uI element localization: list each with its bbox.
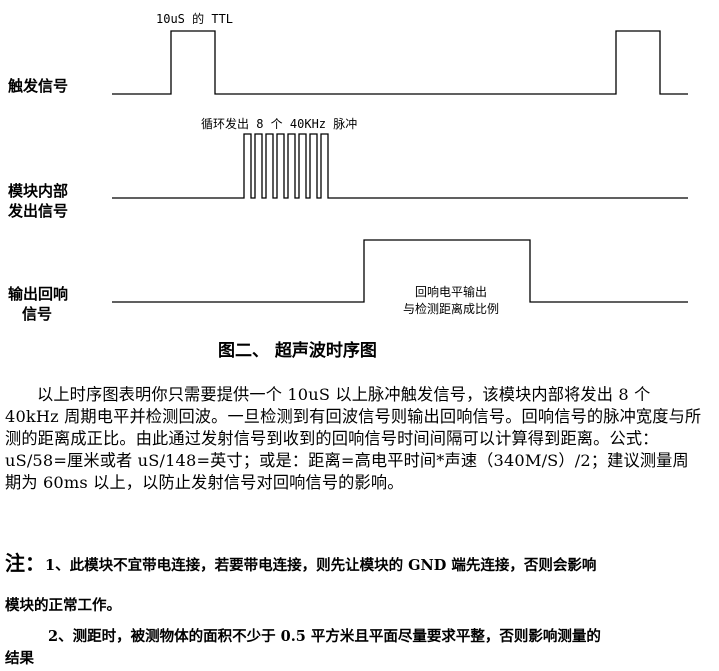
note-2-line1: 2、测距时，被测物体的面积不少于 0.5 平方米且平面尽量要求平整，否则影响测量… <box>48 628 601 645</box>
trigger-waveform <box>112 30 688 95</box>
timing-diagram <box>112 30 688 303</box>
echo-annotation: 回响电平输出 与检测距离成比例 <box>370 284 532 318</box>
note-2-line2: 结果 <box>5 650 34 667</box>
echo-waveform <box>112 239 688 303</box>
trigger-pulse-annotation: 10uS 的 TTL <box>156 12 234 26</box>
echo-annotation-line1: 回响电平输出 <box>414 285 487 299</box>
burst-waveform <box>112 133 688 199</box>
internal-signal-label-line2: 发出信号 <box>8 202 69 220</box>
body-paragraph: 以上时序图表明你只需要提供一个 10uS 以上脉冲触发信号，该模块内部将发出 8… <box>5 385 702 492</box>
echo-signal-label-line1: 输出回响 <box>8 285 69 303</box>
echo-signal-label-line2: 信号 <box>22 305 53 323</box>
note-1-line1: 1、此模块不宜带电连接，若要带电连接，则先让模块的 GND 端先连接，否则会影响 <box>45 557 597 574</box>
note-1: 注：1、此模块不宜带电连接，若要带电连接，则先让模块的 GND 端先连接，否则会… <box>5 553 596 576</box>
burst-annotation: 循环发出 8 个 40KHz 脉冲 <box>201 117 358 131</box>
note-marker: 注： <box>5 551 45 575</box>
trigger-signal-label: 触发信号 <box>8 77 69 95</box>
figure-caption: 图二、 超声波时序图 <box>218 341 377 361</box>
internal-signal-label-line1: 模块内部 <box>8 182 69 200</box>
echo-annotation-line2: 与检测距离成比例 <box>402 302 499 316</box>
note-1-line2: 模块的正常工作。 <box>5 597 121 614</box>
